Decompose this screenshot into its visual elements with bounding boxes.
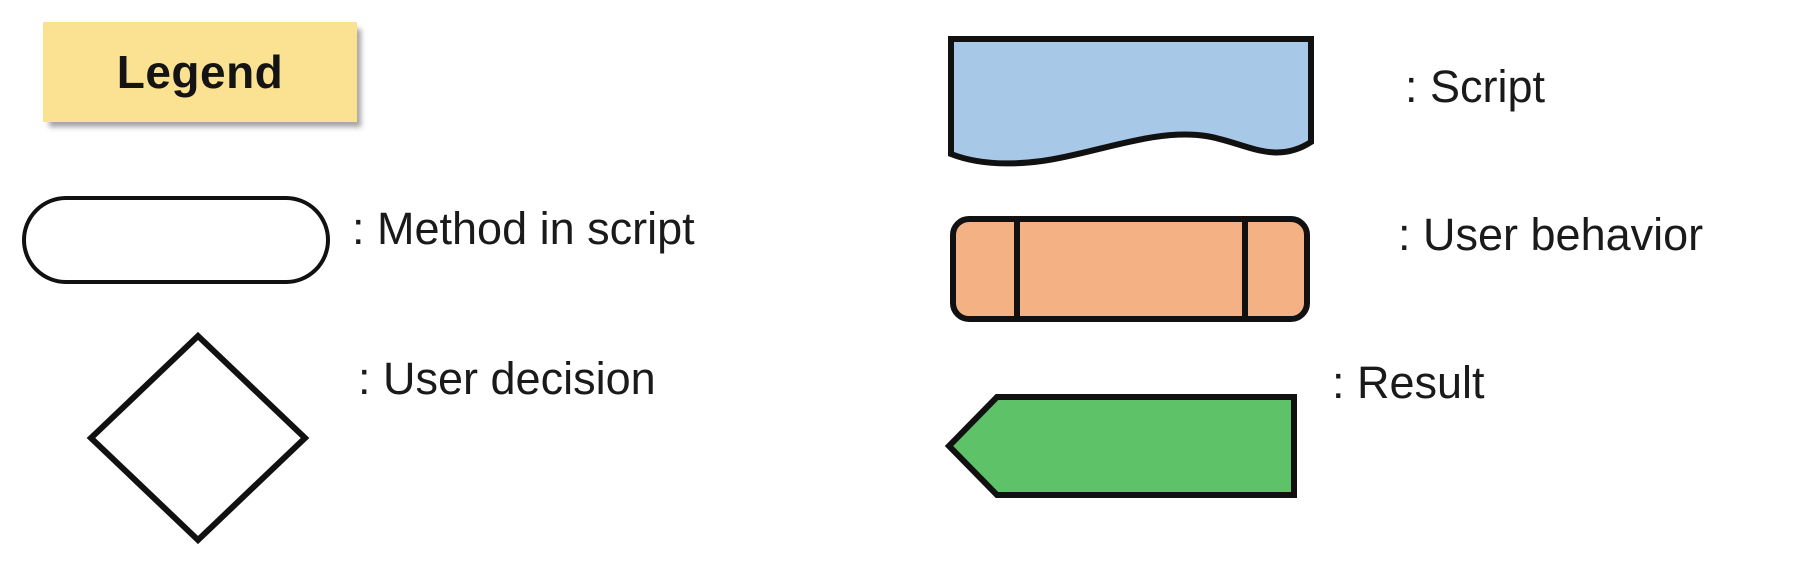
stadium-shape-icon bbox=[22, 196, 330, 284]
legend-title-box: Legend bbox=[43, 22, 357, 122]
legend-label-script: : Script bbox=[1405, 61, 1546, 112]
document-shape-icon bbox=[948, 36, 1314, 167]
legend-label-user-behavior: : User behavior bbox=[1398, 209, 1704, 260]
diamond-shape-icon bbox=[86, 331, 310, 545]
legend-title-text: Legend bbox=[116, 46, 284, 98]
left-arrow-shape-icon bbox=[944, 394, 1297, 498]
legend-label-result: : Result bbox=[1332, 357, 1485, 408]
legend-label-method-in-script: : Method in script bbox=[352, 203, 695, 254]
legend-label-user-decision: : User decision bbox=[358, 353, 656, 404]
predefined-process-shape-icon bbox=[950, 216, 1310, 322]
